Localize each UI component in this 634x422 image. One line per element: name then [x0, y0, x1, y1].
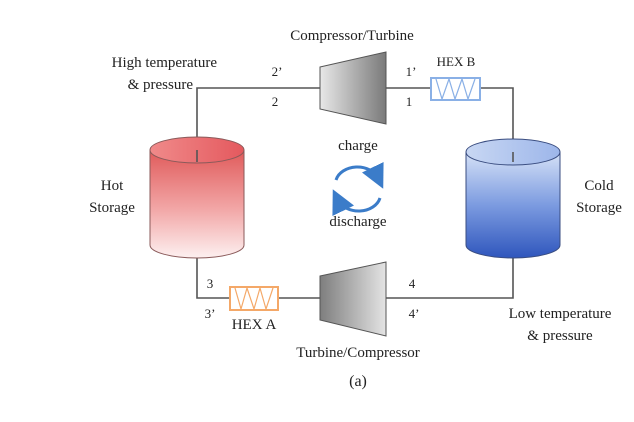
- hex-b-label: HEX B: [437, 54, 476, 69]
- state-point-1-prime: 1’: [406, 64, 417, 79]
- pipe-bottom-left: [196, 253, 230, 299]
- state-point-4: 4: [409, 276, 416, 291]
- figure-caption: (a): [349, 373, 367, 390]
- state-point-4-prime: 4’: [409, 306, 420, 321]
- hot-storage-label-line1: Hot: [101, 178, 124, 194]
- hex-a: [229, 285, 279, 312]
- low-temp-label-line2: & pressure: [527, 328, 593, 344]
- pipe-top-hexb: [480, 87, 514, 155]
- state-point-1: 1: [406, 94, 413, 109]
- state-point-3-prime: 3’: [205, 306, 216, 321]
- turbine-compressor-bottom: [319, 261, 387, 337]
- high-temp-label-line1: High temperature: [112, 55, 218, 71]
- pipe-bottom-right: [386, 250, 514, 299]
- state-point-3: 3: [207, 276, 214, 291]
- charge-label: charge: [338, 138, 378, 154]
- cold-storage-tank: [465, 138, 561, 259]
- cold-storage-label-line2: Storage: [576, 200, 622, 216]
- low-temp-label-line1: Low temperature: [509, 306, 612, 322]
- compressor-turbine-top: [319, 51, 387, 125]
- discharge-label: discharge: [329, 214, 387, 230]
- compressor-turbine-label: Compressor/Turbine: [290, 28, 414, 44]
- high-temp-label-line2: & pressure: [128, 77, 194, 93]
- turbine-compressor-label: Turbine/Compressor: [296, 345, 420, 361]
- hex-a-label: HEX A: [232, 317, 277, 333]
- hot-storage-label-line2: Storage: [89, 200, 135, 216]
- cold-storage-label-line1: Cold: [584, 178, 614, 194]
- hex-b: [430, 77, 481, 101]
- pipe-network: [196, 87, 514, 299]
- state-point-2-prime: 2’: [272, 64, 283, 79]
- state-point-2: 2: [272, 94, 279, 109]
- hot-storage-tank: [149, 136, 245, 259]
- charge-discharge-cycle-icon: [332, 161, 384, 217]
